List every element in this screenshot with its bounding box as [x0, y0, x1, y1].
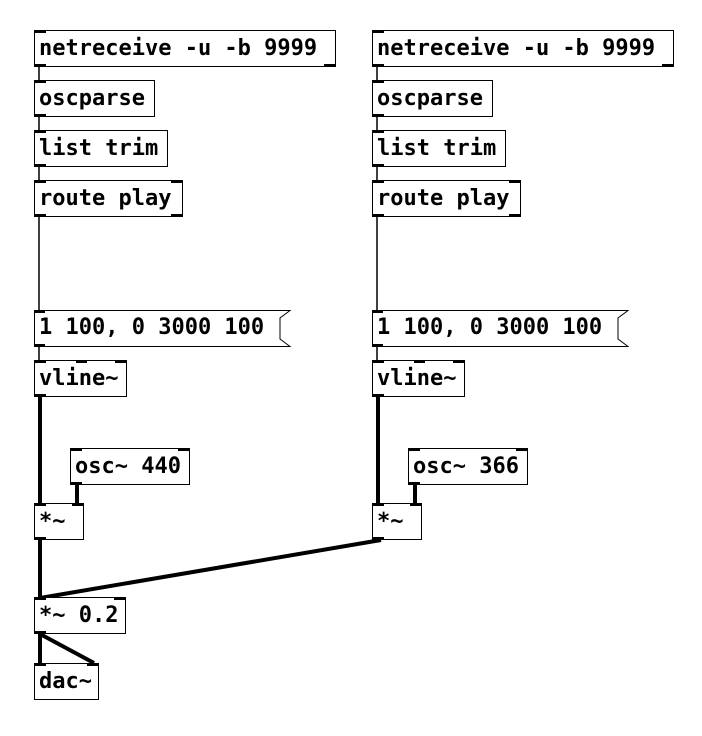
inlet[interactable]	[76, 360, 87, 363]
object-label: oscparse	[377, 86, 483, 111]
outlet[interactable]	[35, 394, 46, 397]
object-label: list trim	[377, 136, 497, 161]
osc-440-object[interactable]: osc~ 440	[70, 448, 190, 485]
inlet[interactable]	[178, 448, 189, 451]
object-label: oscparse	[39, 86, 145, 111]
oscparse-object-left[interactable]: oscparse	[34, 80, 155, 117]
oscparse-object-right[interactable]: oscparse	[372, 80, 493, 117]
inlet[interactable]	[409, 448, 420, 451]
object-label: route play	[39, 186, 172, 211]
inlet[interactable]	[35, 503, 46, 506]
message-box-left[interactable]: 1 100, 0 3000 100	[34, 310, 292, 347]
route-play-object-right[interactable]: route play	[372, 180, 521, 217]
inlet[interactable]	[35, 663, 46, 666]
message-label: 1 100, 0 3000 100	[39, 315, 265, 340]
outlet[interactable]	[35, 164, 46, 167]
inlet[interactable]	[35, 360, 46, 363]
inlet[interactable]	[453, 360, 464, 363]
object-label: list trim	[39, 136, 159, 161]
outlet[interactable]	[509, 214, 520, 217]
outlet[interactable]	[171, 214, 182, 217]
object-label: *~ 0.2	[39, 603, 119, 628]
outlet[interactable]	[71, 482, 82, 485]
outlet[interactable]	[35, 114, 46, 117]
outlet[interactable]	[373, 214, 384, 217]
object-label: netreceive -u -b 9999	[377, 36, 656, 61]
outlet[interactable]	[35, 537, 46, 540]
object-label: *~	[377, 509, 404, 534]
outlet[interactable]	[35, 214, 46, 217]
object-label: *~	[39, 509, 66, 534]
vline-object-left[interactable]: vline~	[34, 360, 127, 397]
outlet[interactable]	[373, 537, 384, 540]
outlet[interactable]	[35, 64, 46, 67]
inlet[interactable]	[35, 130, 46, 133]
inlet[interactable]	[171, 180, 182, 183]
inlet[interactable]	[35, 80, 46, 83]
cord-gain-dac-right[interactable]	[39, 632, 95, 665]
outlet[interactable]	[373, 394, 384, 397]
inlet[interactable]	[516, 448, 527, 451]
inlet[interactable]	[373, 80, 384, 83]
inlet[interactable]	[35, 30, 46, 33]
outlet[interactable]	[409, 482, 420, 485]
inlet[interactable]	[71, 448, 82, 451]
object-label: vline~	[377, 366, 457, 391]
outlet[interactable]	[373, 114, 384, 117]
message-box-right[interactable]: 1 100, 0 3000 100	[372, 310, 630, 347]
inlet[interactable]	[114, 597, 125, 600]
inlet[interactable]	[72, 503, 83, 506]
list-trim-object-right[interactable]: list trim	[372, 130, 506, 167]
inlet[interactable]	[410, 503, 421, 506]
outlet[interactable]	[662, 64, 673, 67]
outlet[interactable]	[373, 64, 384, 67]
inlet[interactable]	[414, 360, 425, 363]
outlet[interactable]	[373, 164, 384, 167]
object-label: dac~	[39, 669, 92, 694]
message-label: 1 100, 0 3000 100	[377, 315, 603, 340]
cord-right-mult-gain[interactable]	[39, 538, 382, 600]
inlet[interactable]	[373, 503, 384, 506]
route-play-object-left[interactable]: route play	[34, 180, 183, 217]
object-label: vline~	[39, 366, 119, 391]
multiply-object-right[interactable]: *~	[372, 503, 422, 540]
netreceive-object-left[interactable]: netreceive -u -b 9999	[34, 30, 336, 67]
inlet[interactable]	[373, 30, 384, 33]
inlet[interactable]	[87, 663, 98, 666]
vline-object-right[interactable]: vline~	[372, 360, 465, 397]
outlet[interactable]	[35, 631, 46, 634]
inlet[interactable]	[115, 360, 126, 363]
inlet[interactable]	[373, 180, 384, 183]
message-box-outline	[372, 310, 630, 347]
object-label: route play	[377, 186, 510, 211]
outlet[interactable]	[324, 64, 335, 67]
list-trim-object-left[interactable]: list trim	[34, 130, 168, 167]
inlet[interactable]	[509, 180, 520, 183]
object-label: osc~ 366	[413, 454, 519, 479]
netreceive-object-right[interactable]: netreceive -u -b 9999	[372, 30, 674, 67]
message-box-outline	[34, 310, 292, 347]
object-label: netreceive -u -b 9999	[39, 36, 318, 61]
osc-366-object[interactable]: osc~ 366	[408, 448, 528, 485]
dac-object[interactable]: dac~	[34, 663, 99, 700]
inlet[interactable]	[373, 130, 384, 133]
gain-multiply-object[interactable]: *~ 0.2	[34, 597, 126, 634]
multiply-object-left[interactable]: *~	[34, 503, 84, 540]
inlet[interactable]	[35, 180, 46, 183]
inlet[interactable]	[373, 360, 384, 363]
object-label: osc~ 440	[75, 454, 181, 479]
inlet[interactable]	[35, 597, 46, 600]
